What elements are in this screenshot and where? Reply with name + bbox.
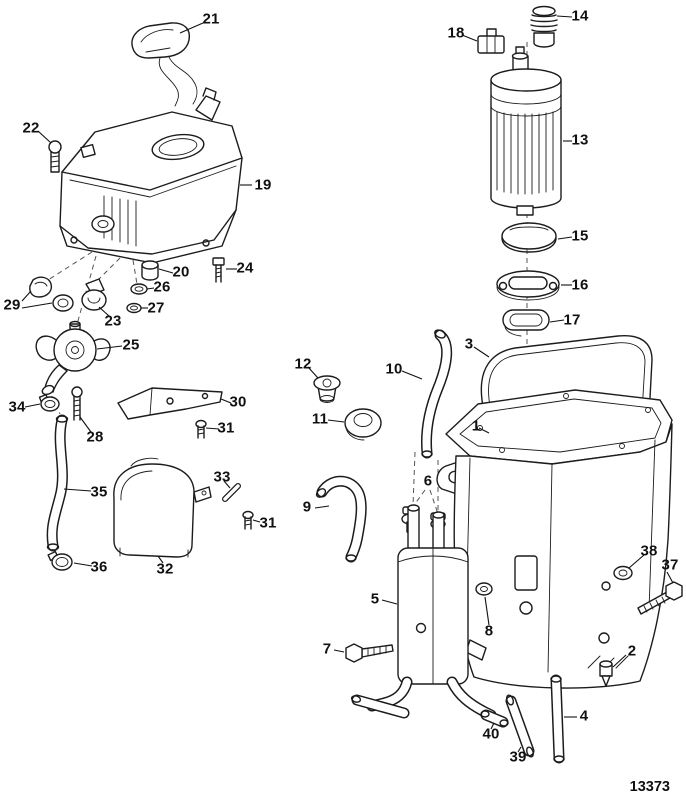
callout-17: 17 <box>563 311 581 329</box>
part-23-illustration <box>81 278 107 311</box>
part-19-illustration <box>59 87 243 264</box>
part-32-illustration <box>113 457 212 558</box>
part-24-illustration <box>212 257 225 283</box>
part-15-illustration <box>501 222 557 253</box>
callout-28: 28 <box>86 428 104 446</box>
callout-7: 7 <box>322 640 332 658</box>
part-36-illustration <box>47 550 73 571</box>
callout-9: 9 <box>302 498 312 516</box>
callout-16: 16 <box>571 276 589 294</box>
part-37-illustration <box>637 581 683 615</box>
part-39-illustration <box>505 694 535 758</box>
callout-19: 19 <box>254 176 272 194</box>
callout-8: 8 <box>484 622 494 640</box>
part-1-illustration <box>436 389 673 689</box>
part-33-illustration <box>222 483 241 502</box>
callout-14: 14 <box>571 7 589 25</box>
callout-13: 13 <box>571 131 589 149</box>
part-18-illustration <box>477 28 505 54</box>
part-29-illustration <box>29 276 74 312</box>
callout-27: 27 <box>147 299 165 317</box>
part-8-illustration <box>475 582 493 596</box>
callout-15: 15 <box>571 227 589 245</box>
part-38-illustration <box>613 565 633 581</box>
part-11-illustration <box>344 408 382 441</box>
callout-5: 5 <box>370 590 380 608</box>
callout-18: 18 <box>447 24 465 42</box>
callout-12: 12 <box>294 355 312 373</box>
part-31b-illustration <box>242 510 254 530</box>
callout-40: 40 <box>482 725 500 743</box>
part-7-illustration <box>345 643 394 663</box>
callout-34: 34 <box>8 398 26 416</box>
callout-21: 21 <box>202 10 220 28</box>
callout-31b: 31 <box>259 514 277 532</box>
part-14-illustration <box>530 5 558 48</box>
part-17-illustration <box>502 309 550 337</box>
part-22-illustration <box>48 140 62 173</box>
part-40-illustration <box>480 709 509 728</box>
part-12-illustration <box>313 375 341 403</box>
part-28-illustration <box>71 386 83 421</box>
part-13-illustration <box>490 46 562 216</box>
callout-25: 25 <box>122 336 140 354</box>
callout-3: 3 <box>464 335 474 353</box>
callout-11: 11 <box>311 410 329 428</box>
part-27-illustration <box>126 302 142 314</box>
callout-4: 4 <box>579 707 589 725</box>
part-35-illustration <box>46 414 69 552</box>
callout-22: 22 <box>22 119 40 137</box>
leader-lines <box>21 15 674 753</box>
callout-35: 35 <box>90 483 108 501</box>
part-5-illustration <box>350 504 497 721</box>
part-31a-illustration <box>195 419 207 439</box>
callout-26: 26 <box>153 278 171 296</box>
callout-1: 1 <box>471 417 481 435</box>
part-20-illustration <box>141 260 159 281</box>
part-4-illustration <box>550 674 565 764</box>
callout-37: 37 <box>661 556 679 574</box>
callout-38: 38 <box>640 542 658 560</box>
callout-30: 30 <box>229 393 247 411</box>
part-2-illustration <box>599 660 613 687</box>
part-21-illustration <box>131 22 198 107</box>
callout-31a: 31 <box>217 419 235 437</box>
callout-20: 20 <box>172 263 190 281</box>
callout-32: 32 <box>156 560 174 578</box>
callout-39: 39 <box>509 748 527 766</box>
callout-2: 2 <box>627 642 637 660</box>
part-25-illustration <box>35 320 111 396</box>
callout-10: 10 <box>385 360 403 378</box>
callout-33: 33 <box>213 468 231 486</box>
callout-6: 6 <box>423 472 433 490</box>
part-34-illustration <box>38 394 60 412</box>
part-30-illustration <box>117 387 223 420</box>
callout-24: 24 <box>236 259 254 277</box>
part-16-illustration <box>496 270 560 301</box>
figure-number: 13373 <box>629 779 670 795</box>
part-26-illustration <box>130 283 148 295</box>
callout-29: 29 <box>3 296 21 314</box>
part-10-illustration <box>421 329 453 459</box>
part-9-illustration <box>315 475 367 563</box>
callout-23: 23 <box>104 312 122 330</box>
callout-36: 36 <box>90 558 108 576</box>
